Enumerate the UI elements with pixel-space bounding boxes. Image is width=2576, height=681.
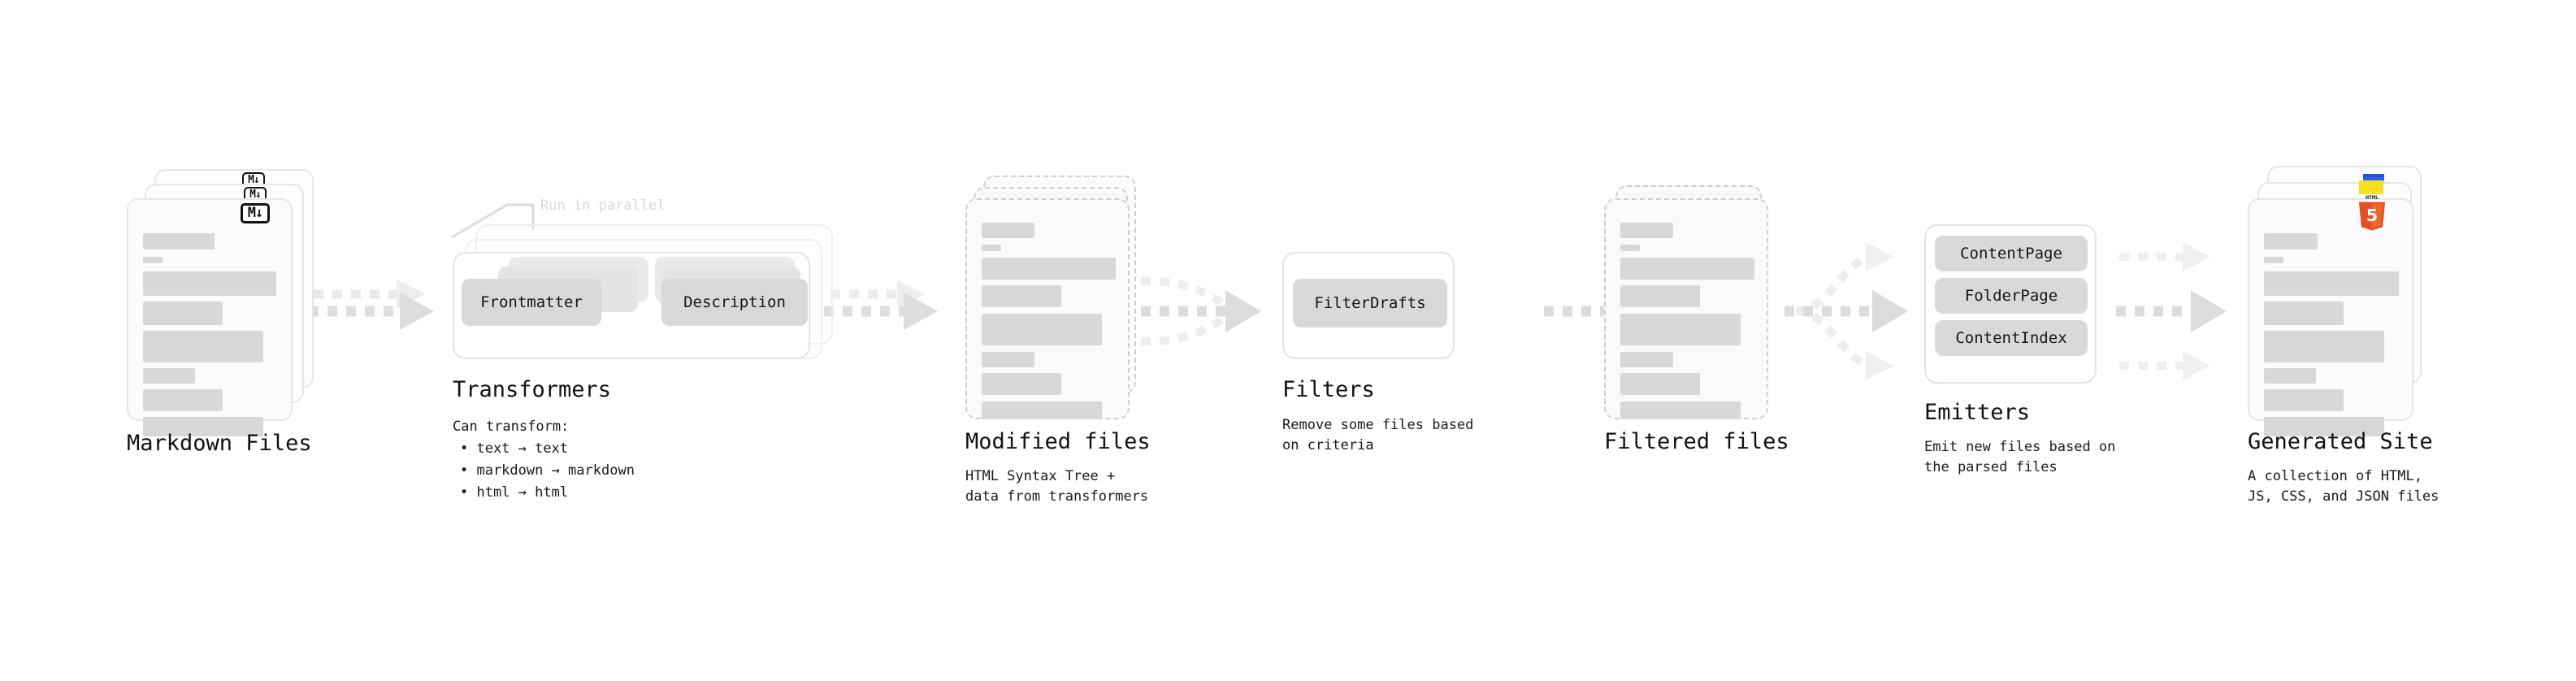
filter-node-label: FilterDrafts	[1314, 294, 1426, 312]
transformer-node-label: Description	[683, 293, 786, 311]
skeleton-bar	[1620, 401, 1741, 419]
generated-note: A collection of HTML, JS, CSS, and JSON …	[2248, 468, 2439, 505]
skeleton-bar	[2264, 233, 2318, 249]
skeleton-bar	[143, 233, 215, 249]
emitter-node-label: ContentPage	[1960, 245, 2062, 262]
skeleton-bar	[982, 223, 1034, 238]
transformers-caption: Transformers	[453, 377, 612, 402]
run-in-parallel-label: Run in parallel	[540, 197, 666, 214]
filter-node-filterdrafts[interactable]: FilterDrafts	[1293, 279, 1447, 327]
skeleton-bar	[1620, 223, 1673, 238]
skeleton-bar	[2264, 331, 2384, 362]
generated-card-front	[2248, 198, 2413, 436]
skeleton-bar	[2264, 257, 2283, 263]
svg-text:5: 5	[2366, 206, 2378, 225]
skeleton-bar	[1620, 285, 1700, 307]
skeleton-bar	[143, 331, 263, 362]
emitters-caption: Emitters	[1924, 400, 2031, 425]
javascript-icon	[2359, 180, 2383, 194]
skeleton-bar	[2264, 271, 2399, 296]
skeleton-bar	[1620, 258, 1754, 280]
transformers-note-heading: Can transform:	[453, 419, 570, 435]
transformer-node-frontmatter[interactable]: Frontmatter	[462, 279, 601, 326]
skeleton-bar	[143, 368, 195, 384]
arrow-filtered-to-emitters	[1785, 242, 1908, 380]
filters-note: Remove some files based on criteria	[1282, 417, 1474, 453]
emitter-node-contentindex[interactable]: ContentIndex	[1935, 320, 2088, 356]
skeleton-bar	[2264, 389, 2344, 411]
skeleton-bar	[982, 373, 1061, 395]
arrow-transformers-to-modified	[824, 280, 938, 330]
skeleton-bar	[143, 257, 163, 263]
skeleton-bar	[2264, 417, 2384, 436]
skeleton-bar	[143, 271, 276, 296]
arrow-emitters-to-generated	[2116, 242, 2227, 380]
skeleton-bar	[143, 301, 223, 325]
emitter-node-folderpage[interactable]: FolderPage	[1935, 278, 2088, 314]
skeleton-bar	[982, 245, 1001, 251]
skeleton-bar	[1620, 352, 1673, 367]
transformers-note-item-0: • text → text	[460, 440, 569, 457]
html5-icon: HTML 5	[2357, 193, 2387, 231]
skeleton-bar	[982, 401, 1102, 419]
emitter-node-label: FolderPage	[1964, 287, 2058, 305]
arrow-modified-to-filters	[1140, 276, 1261, 346]
markdown-card-front	[127, 198, 293, 436]
generated-caption: Generated Site	[2248, 429, 2433, 454]
transformers-note-item-1: • markdown → markdown	[460, 462, 635, 479]
emitter-node-contentpage[interactable]: ContentPage	[1935, 236, 2088, 271]
arrow-markdown-to-transformers	[309, 280, 434, 330]
modified-caption: Modified files	[965, 429, 1151, 454]
skeleton-bar	[143, 417, 263, 436]
skeleton-bar	[2264, 368, 2316, 384]
emitter-node-label: ContentIndex	[1955, 329, 2067, 347]
transformer-node-description[interactable]: Description	[661, 279, 808, 326]
css3-icon	[2363, 174, 2384, 181]
skeleton-bar	[982, 314, 1102, 345]
modified-card-front	[965, 198, 1130, 419]
markdown-caption: Markdown Files	[127, 431, 312, 456]
markdown-icon: M↓	[241, 203, 270, 223]
emitters-note: Emit new files based on the parsed files	[1924, 439, 2116, 475]
modified-note: HTML Syntax Tree + data from transformer…	[965, 468, 1149, 505]
transformer-node-label: Frontmatter	[480, 293, 583, 311]
skeleton-bar	[143, 389, 223, 411]
filtered-card-front	[1604, 198, 1768, 419]
filters-caption: Filters	[1282, 377, 1375, 402]
filtered-caption: Filtered files	[1604, 429, 1789, 454]
skeleton-bar	[982, 352, 1034, 367]
transformers-note-item-2: • html → html	[460, 484, 569, 501]
skeleton-bar	[1620, 245, 1640, 251]
svg-text:HTML: HTML	[2366, 194, 2379, 201]
skeleton-bar	[2264, 301, 2344, 325]
skeleton-bar	[982, 258, 1116, 280]
skeleton-bar	[1620, 373, 1700, 395]
skeleton-bar	[982, 285, 1061, 307]
skeleton-bar	[1620, 314, 1741, 345]
